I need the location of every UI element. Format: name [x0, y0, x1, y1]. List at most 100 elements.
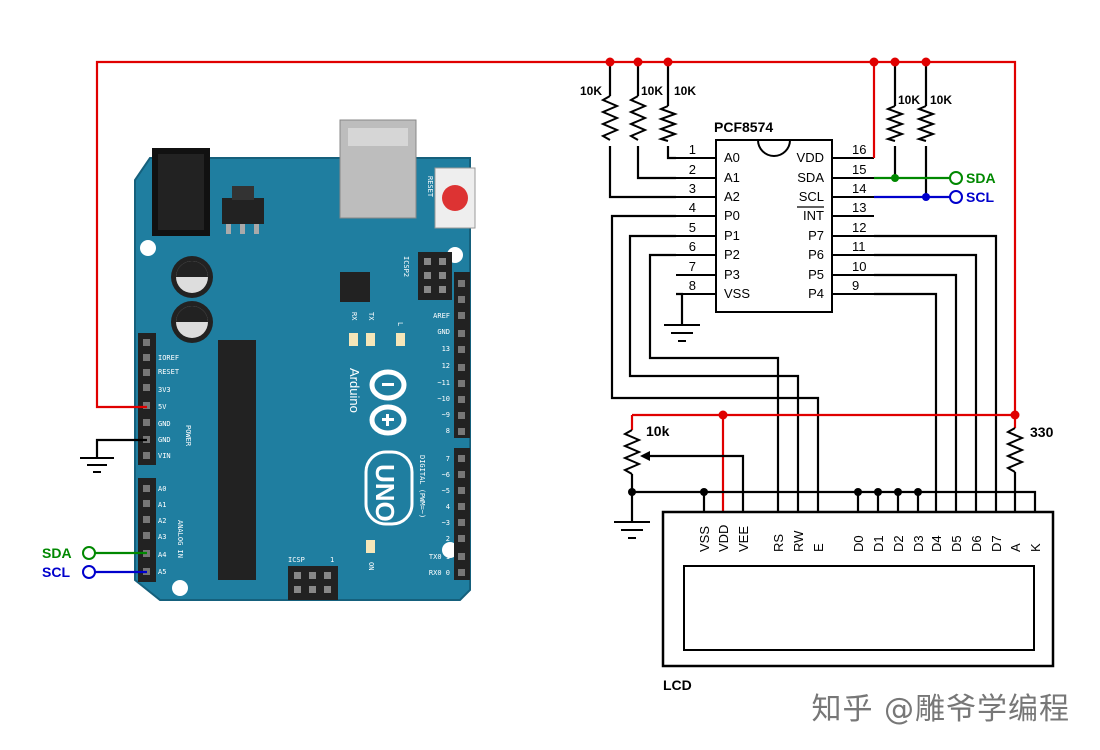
pcf-scl-terminal — [949, 190, 963, 204]
svg-text:6: 6 — [689, 239, 696, 254]
svg-text:5V: 5V — [158, 403, 167, 411]
svg-text:P1: P1 — [724, 228, 740, 243]
svg-text:8: 8 — [689, 278, 696, 293]
svg-text:VSS: VSS — [697, 526, 712, 552]
svg-text:D5: D5 — [949, 535, 964, 552]
pcf-sda-terminal — [949, 171, 963, 185]
svg-text:P6: P6 — [808, 247, 824, 262]
svg-text:RW: RW — [791, 530, 806, 552]
pcf-right-pins: 16 15 14 13 12 11 10 9 VDD SDA SCL INT P… — [797, 142, 874, 301]
arduino-sda-terminal — [82, 546, 96, 560]
icsp2-header — [418, 252, 452, 300]
svg-text:P7: P7 — [808, 228, 824, 243]
svg-text:GND: GND — [158, 436, 171, 444]
svg-text:~10: ~10 — [437, 395, 450, 403]
address-resistors: 10K 10K 10K — [580, 62, 696, 199]
svg-text:SCL: SCL — [799, 189, 824, 204]
voltage-regulator — [222, 198, 264, 224]
usb-chip — [340, 272, 370, 302]
svg-text:D1: D1 — [871, 535, 886, 552]
svg-text:~5: ~5 — [442, 487, 450, 495]
backlight-resistor: 330 — [1005, 415, 1054, 512]
svg-text:330: 330 — [1030, 424, 1054, 440]
svg-text:D0: D0 — [851, 535, 866, 552]
svg-text:INT: INT — [803, 208, 824, 223]
svg-text:~9: ~9 — [442, 411, 450, 419]
arduino-ground — [80, 438, 147, 473]
svg-text:10: 10 — [852, 259, 866, 274]
svg-text:3V3: 3V3 — [158, 386, 171, 394]
svg-text:15: 15 — [852, 162, 866, 177]
svg-text:P3: P3 — [724, 267, 740, 282]
svg-text:10K: 10K — [641, 84, 663, 98]
svg-text:VDD: VDD — [716, 525, 731, 552]
svg-text:12: 12 — [852, 220, 866, 235]
rx-label: RX — [350, 312, 358, 321]
top-pin-labels: AREF GND 13 12 ~11 ~10 ~9 8 — [433, 312, 450, 435]
arduino-uno-board: RESET RX TX L ON ICSP2 ICSP 1 — [134, 119, 476, 601]
svg-text:A4: A4 — [158, 551, 166, 559]
svg-text:~11: ~11 — [437, 379, 450, 387]
svg-text:RESET: RESET — [158, 368, 180, 376]
arduino-scl-terminal — [82, 565, 96, 579]
digital-label: DIGITAL (PWM=~) — [418, 455, 426, 518]
arduino-logo — [369, 369, 407, 436]
svg-text:VIN: VIN — [158, 452, 171, 460]
pcf-to-lcd-wires — [610, 214, 998, 512]
svg-text:A: A — [1008, 543, 1023, 552]
analog-header — [138, 478, 156, 582]
digital-header-bottom — [454, 448, 470, 580]
analog-label: ANALOG IN — [176, 520, 184, 558]
pcf-scl-label: SCL — [966, 189, 994, 205]
icsp-label: ICSP — [288, 556, 305, 564]
svg-text:10K: 10K — [674, 84, 696, 98]
uno-badge: UNO — [364, 450, 414, 526]
pcf-sda-label: SDA — [966, 170, 996, 186]
power-label: POWER — [184, 425, 192, 447]
lcd-ground-rail — [632, 490, 1037, 512]
svg-text:P2: P2 — [724, 247, 740, 262]
svg-text:13: 13 — [852, 200, 866, 215]
svg-text:TX0 1: TX0 1 — [429, 553, 450, 561]
watermark: 知乎 @雕爷学编程 — [811, 692, 1070, 727]
svg-text:13: 13 — [442, 345, 450, 353]
svg-text:10K: 10K — [930, 93, 952, 107]
svg-text:10K: 10K — [898, 93, 920, 107]
svg-text:VDD: VDD — [797, 150, 824, 165]
svg-text:GND: GND — [158, 420, 171, 428]
arduino-scl-label: SCL — [42, 564, 70, 580]
svg-text:SDA: SDA — [797, 170, 824, 185]
svg-text:GND: GND — [437, 328, 450, 336]
svg-text:E: E — [811, 543, 826, 552]
vcc-wire — [95, 60, 1017, 415]
pcf-ground — [664, 292, 700, 342]
svg-text:RX0 0: RX0 0 — [429, 569, 450, 577]
digital-pin-labels: 7 ~6 ~5 4 ~3 2 TX0 1 RX0 0 — [429, 455, 450, 577]
svg-text:14: 14 — [852, 181, 866, 196]
pcf-left-pins: 1 2 3 4 5 6 7 8 A0 A1 A2 P0 P1 P2 P3 VSS — [676, 142, 750, 301]
reset-label: RESET — [426, 176, 434, 198]
svg-text:2: 2 — [689, 162, 696, 177]
arduino-sda-label: SDA — [42, 545, 72, 561]
svg-text:D2: D2 — [891, 535, 906, 552]
svg-text:RS: RS — [771, 534, 786, 552]
power-pin-labels: IOREF RESET 3V3 5V GND GND VIN — [158, 354, 180, 460]
pullup-resistors: 10K 10K — [884, 62, 952, 197]
l-label: L — [396, 322, 404, 326]
svg-text:IOREF: IOREF — [158, 354, 179, 362]
svg-text:A2: A2 — [158, 517, 166, 525]
svg-text:K: K — [1028, 543, 1043, 552]
svg-text:A3: A3 — [158, 533, 166, 541]
svg-text:P5: P5 — [808, 267, 824, 282]
svg-text:D6: D6 — [969, 535, 984, 552]
svg-text:11: 11 — [852, 239, 866, 254]
power-header — [138, 333, 156, 465]
svg-text:1: 1 — [689, 142, 696, 157]
pcf8574-title: PCF8574 — [714, 119, 773, 135]
svg-text:3: 3 — [689, 181, 696, 196]
svg-text:8: 8 — [446, 427, 450, 435]
brand-text: Arduino — [347, 368, 362, 413]
svg-text:10k: 10k — [646, 423, 670, 439]
svg-text:12: 12 — [442, 362, 450, 370]
on-label: ON — [367, 562, 375, 570]
